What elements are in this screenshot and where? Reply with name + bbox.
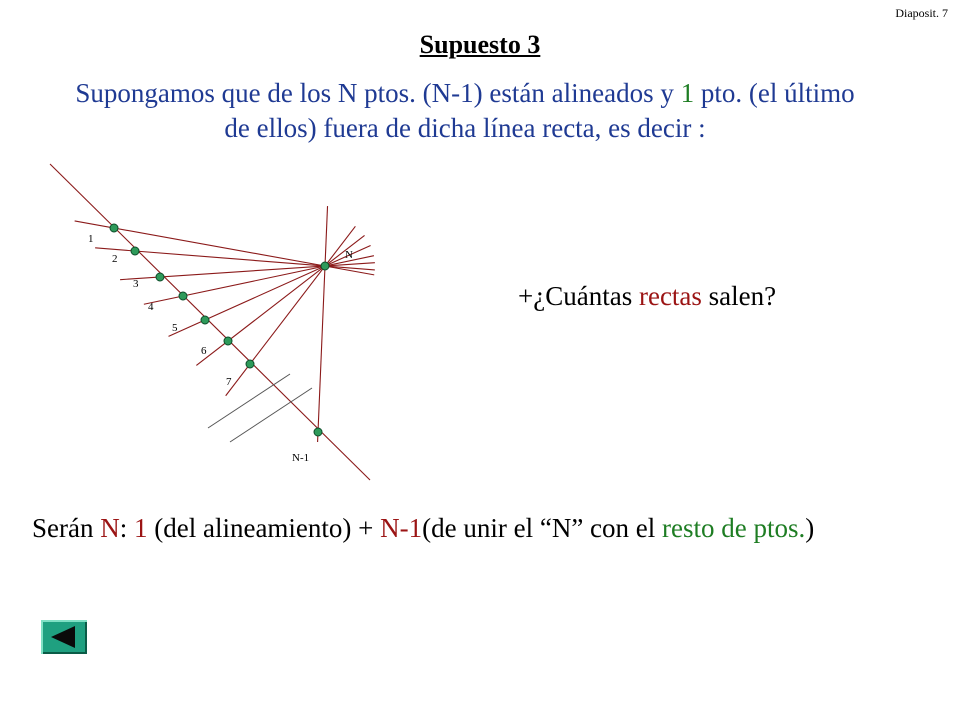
summary-part: : xyxy=(119,513,134,543)
intro-text: Supongamos que de los N ptos. (N-1) está… xyxy=(60,76,870,146)
aligned-point xyxy=(223,336,233,346)
slide-title: Supuesto 3 xyxy=(419,30,541,59)
intro-text-part: pto. (el último de ellos) fuera de dicha… xyxy=(224,78,855,143)
aligned-point xyxy=(245,359,255,369)
lines-diagram: 1 2 34 5 6 7N-1 N xyxy=(49,163,375,481)
aligned-point xyxy=(200,315,210,325)
left-triangle-icon xyxy=(51,626,75,648)
point-label: 3 xyxy=(133,278,139,290)
aligned-point xyxy=(313,427,323,437)
aligned-point xyxy=(155,272,165,282)
lines-layer xyxy=(49,163,375,481)
intro-text-part: ptos. ( xyxy=(357,78,432,108)
connecting-line xyxy=(168,244,371,337)
summary-n-minus-1: N-1 xyxy=(380,513,423,543)
summary-n: N xyxy=(100,513,120,543)
point-label: 6 xyxy=(201,345,207,357)
hatch-marks xyxy=(207,373,313,443)
back-button[interactable] xyxy=(41,620,87,654)
slide-number: Diaposit. 7 xyxy=(895,6,948,20)
hatch-mark xyxy=(207,373,291,429)
question-part: salen? xyxy=(701,281,777,311)
connecting-line xyxy=(143,255,375,305)
point-label: 5 xyxy=(172,322,178,334)
summary-part: (de unir el “N” con el xyxy=(422,513,663,543)
aligned-point xyxy=(178,291,188,301)
summary-rest: resto de ptos. xyxy=(662,513,806,543)
point-label: N xyxy=(345,249,353,261)
intro-n: N xyxy=(337,78,358,108)
aligned-point xyxy=(130,246,140,256)
connecting-line xyxy=(317,206,329,443)
summary-text: Serán N: 1 (del alineamiento) + N-1(de u… xyxy=(32,513,814,544)
connecting-line xyxy=(196,234,365,366)
point-label: 7 xyxy=(226,376,232,388)
question-text: +¿Cuántas rectas salen? xyxy=(518,281,776,312)
point-label: N-1 xyxy=(292,452,309,464)
intro-text-part: Supongamos que de los xyxy=(75,78,338,108)
intro-one: 1 xyxy=(680,78,695,108)
point-label: 1 xyxy=(88,233,94,245)
hatch-mark xyxy=(229,387,313,443)
question-rectas: rectas xyxy=(638,281,702,311)
point-label: 4 xyxy=(148,301,154,313)
question-part: ¿Cuántas xyxy=(533,281,639,311)
question-bullet: + xyxy=(518,281,534,311)
summary-part: (del alineamiento) + xyxy=(147,513,381,543)
intro-n-minus-1: N-1 xyxy=(431,78,474,108)
summary-part: Serán xyxy=(32,513,101,543)
point-n xyxy=(320,261,330,271)
labels-layer: 1 2 34 5 6 7N-1 N xyxy=(88,233,353,464)
aligned-point xyxy=(109,223,119,233)
alignment-line xyxy=(49,163,371,481)
summary-part: ) xyxy=(805,513,815,543)
point-label: 2 xyxy=(112,253,118,265)
summary-one: 1 xyxy=(134,513,148,543)
intro-text-part: ) están alineados y xyxy=(473,78,681,108)
points-layer xyxy=(109,223,330,437)
